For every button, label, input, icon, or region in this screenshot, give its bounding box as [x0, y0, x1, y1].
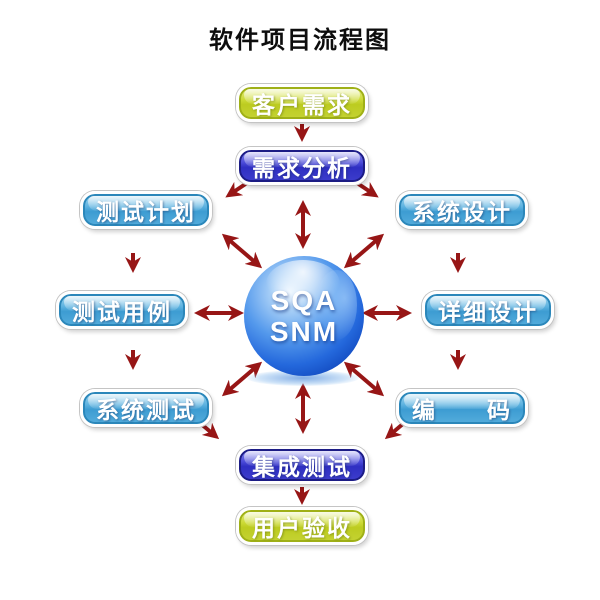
arrow-sphere-system-testing — [221, 361, 263, 397]
node-label: 系统设计 — [412, 199, 512, 225]
node-customer-requirements: 客户需求 — [236, 84, 368, 122]
node-label: 测试计划 — [96, 199, 196, 225]
arrow-coding-to-integration — [384, 421, 406, 440]
node-label: 测试用例 — [72, 299, 172, 325]
node-integration-testing: 集成测试 — [236, 446, 368, 484]
sphere-text-line2: SNM — [269, 316, 339, 347]
sphere-text-line1: SQA — [270, 285, 338, 316]
node-system-testing: 系统测试 — [80, 389, 212, 427]
node-user-acceptance: 用户验收 — [236, 507, 368, 545]
center-sphere: SQA SNM — [244, 256, 364, 376]
arrow-sphere-coding — [343, 361, 385, 397]
node-detailed-design: 详细设计 — [422, 291, 554, 329]
sphere-shadow — [247, 370, 359, 386]
node-label: 系统测试 — [96, 397, 196, 423]
node-label: 客户需求 — [252, 92, 352, 118]
node-requirements-analysis: 需求分析 — [236, 147, 368, 185]
node-label: 需求分析 — [252, 155, 352, 181]
node-label: 用户验收 — [252, 515, 352, 541]
arrow-sphere-test-plan — [221, 233, 263, 269]
diagram-title: 软件项目流程图 — [209, 27, 391, 54]
arrow-sphere-system-design — [343, 233, 385, 269]
node-test-cases: 测试用例 — [56, 291, 188, 329]
node-label: 集成测试 — [252, 454, 352, 480]
node-system-design: 系统设计 — [396, 191, 528, 229]
node-coding: 编 码 — [396, 389, 528, 427]
node-test-plan: 测试计划 — [80, 191, 212, 229]
node-label: 编 码 — [412, 397, 512, 423]
node-label: 详细设计 — [438, 299, 538, 325]
